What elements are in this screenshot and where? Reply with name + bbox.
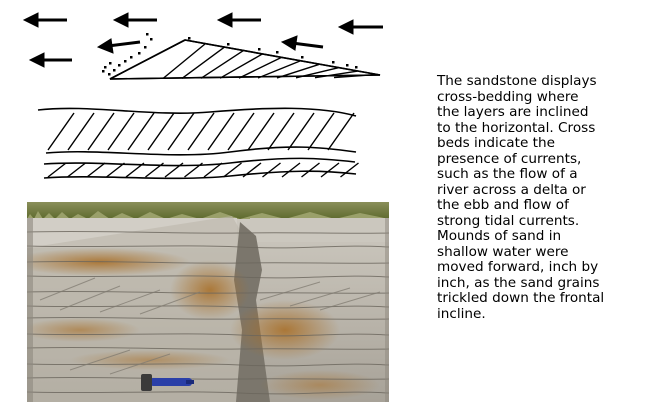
arrow-left-icon [112,12,157,28]
foreset-line [219,53,263,79]
bed-line [287,112,315,151]
hammer-icon [141,374,194,391]
bedding-plane [27,376,389,380]
bedding-plane [27,305,389,309]
bed-line [125,162,145,178]
arrow-left-icon [216,12,261,28]
bedding-plane [27,333,389,337]
bed-line [207,112,235,151]
bed-line [106,162,125,178]
bed-line [67,162,86,178]
bed-line [167,112,195,151]
bedding-plane [27,316,389,320]
bed-line [47,112,75,151]
current-arrows [22,12,383,68]
foreset-laminae [162,43,377,80]
bed-line [247,112,275,151]
bed-line [47,162,67,178]
bed-line [223,162,242,178]
foreset-line [162,43,206,80]
foreset-line [276,63,320,79]
bedding-planes [27,230,389,395]
arrow-left-icon [337,19,383,35]
bed-line [187,112,215,151]
foreset-line [333,73,377,79]
cross-bedded-layers [37,107,357,180]
bed-line [262,162,281,178]
bedding-plane [27,363,389,367]
bed-line [86,162,106,178]
caption-text: The sandstone displays cross-bedding whe… [437,73,605,322]
bedding-plane [27,391,389,395]
bed-line [203,162,223,178]
bed-line [184,162,203,178]
cross-laminae [39,277,381,375]
bed-line [327,112,355,151]
bed-line [107,112,135,151]
foreset-line [200,50,244,79]
arrow-left-icon [22,12,67,28]
bed-line [127,112,155,151]
bed-line [320,162,340,178]
bed-line [147,112,175,151]
grass-strip [27,202,389,219]
arrow-left-icon [280,35,324,51]
bed-line [267,112,295,151]
bedding-plane [27,275,389,279]
bed-line [67,112,95,151]
foreset-line [257,60,301,79]
foreset-line [238,56,282,79]
bed-line [164,162,184,178]
bedding-plane [27,290,389,294]
inclined-beds [47,112,359,178]
bed-line [340,162,359,178]
arrow-left-icon [28,52,72,68]
bed-line [227,112,255,151]
bed-line [145,162,164,178]
foreset-line [314,70,358,79]
bedding-plane [27,230,389,234]
bed-line [281,162,301,178]
bed-line [87,112,115,151]
bed-line [301,162,320,178]
bed-line [242,162,262,178]
arrow-left-icon [96,38,141,54]
bed-line [307,112,335,151]
bedding-plane [27,260,389,264]
ripple-cross-section [109,39,381,80]
bedding-plane [27,346,389,350]
bedding-plane [27,245,389,249]
sand-grain-dots [102,33,358,76]
foreset-line [181,46,225,79]
foreset-line [295,67,339,79]
